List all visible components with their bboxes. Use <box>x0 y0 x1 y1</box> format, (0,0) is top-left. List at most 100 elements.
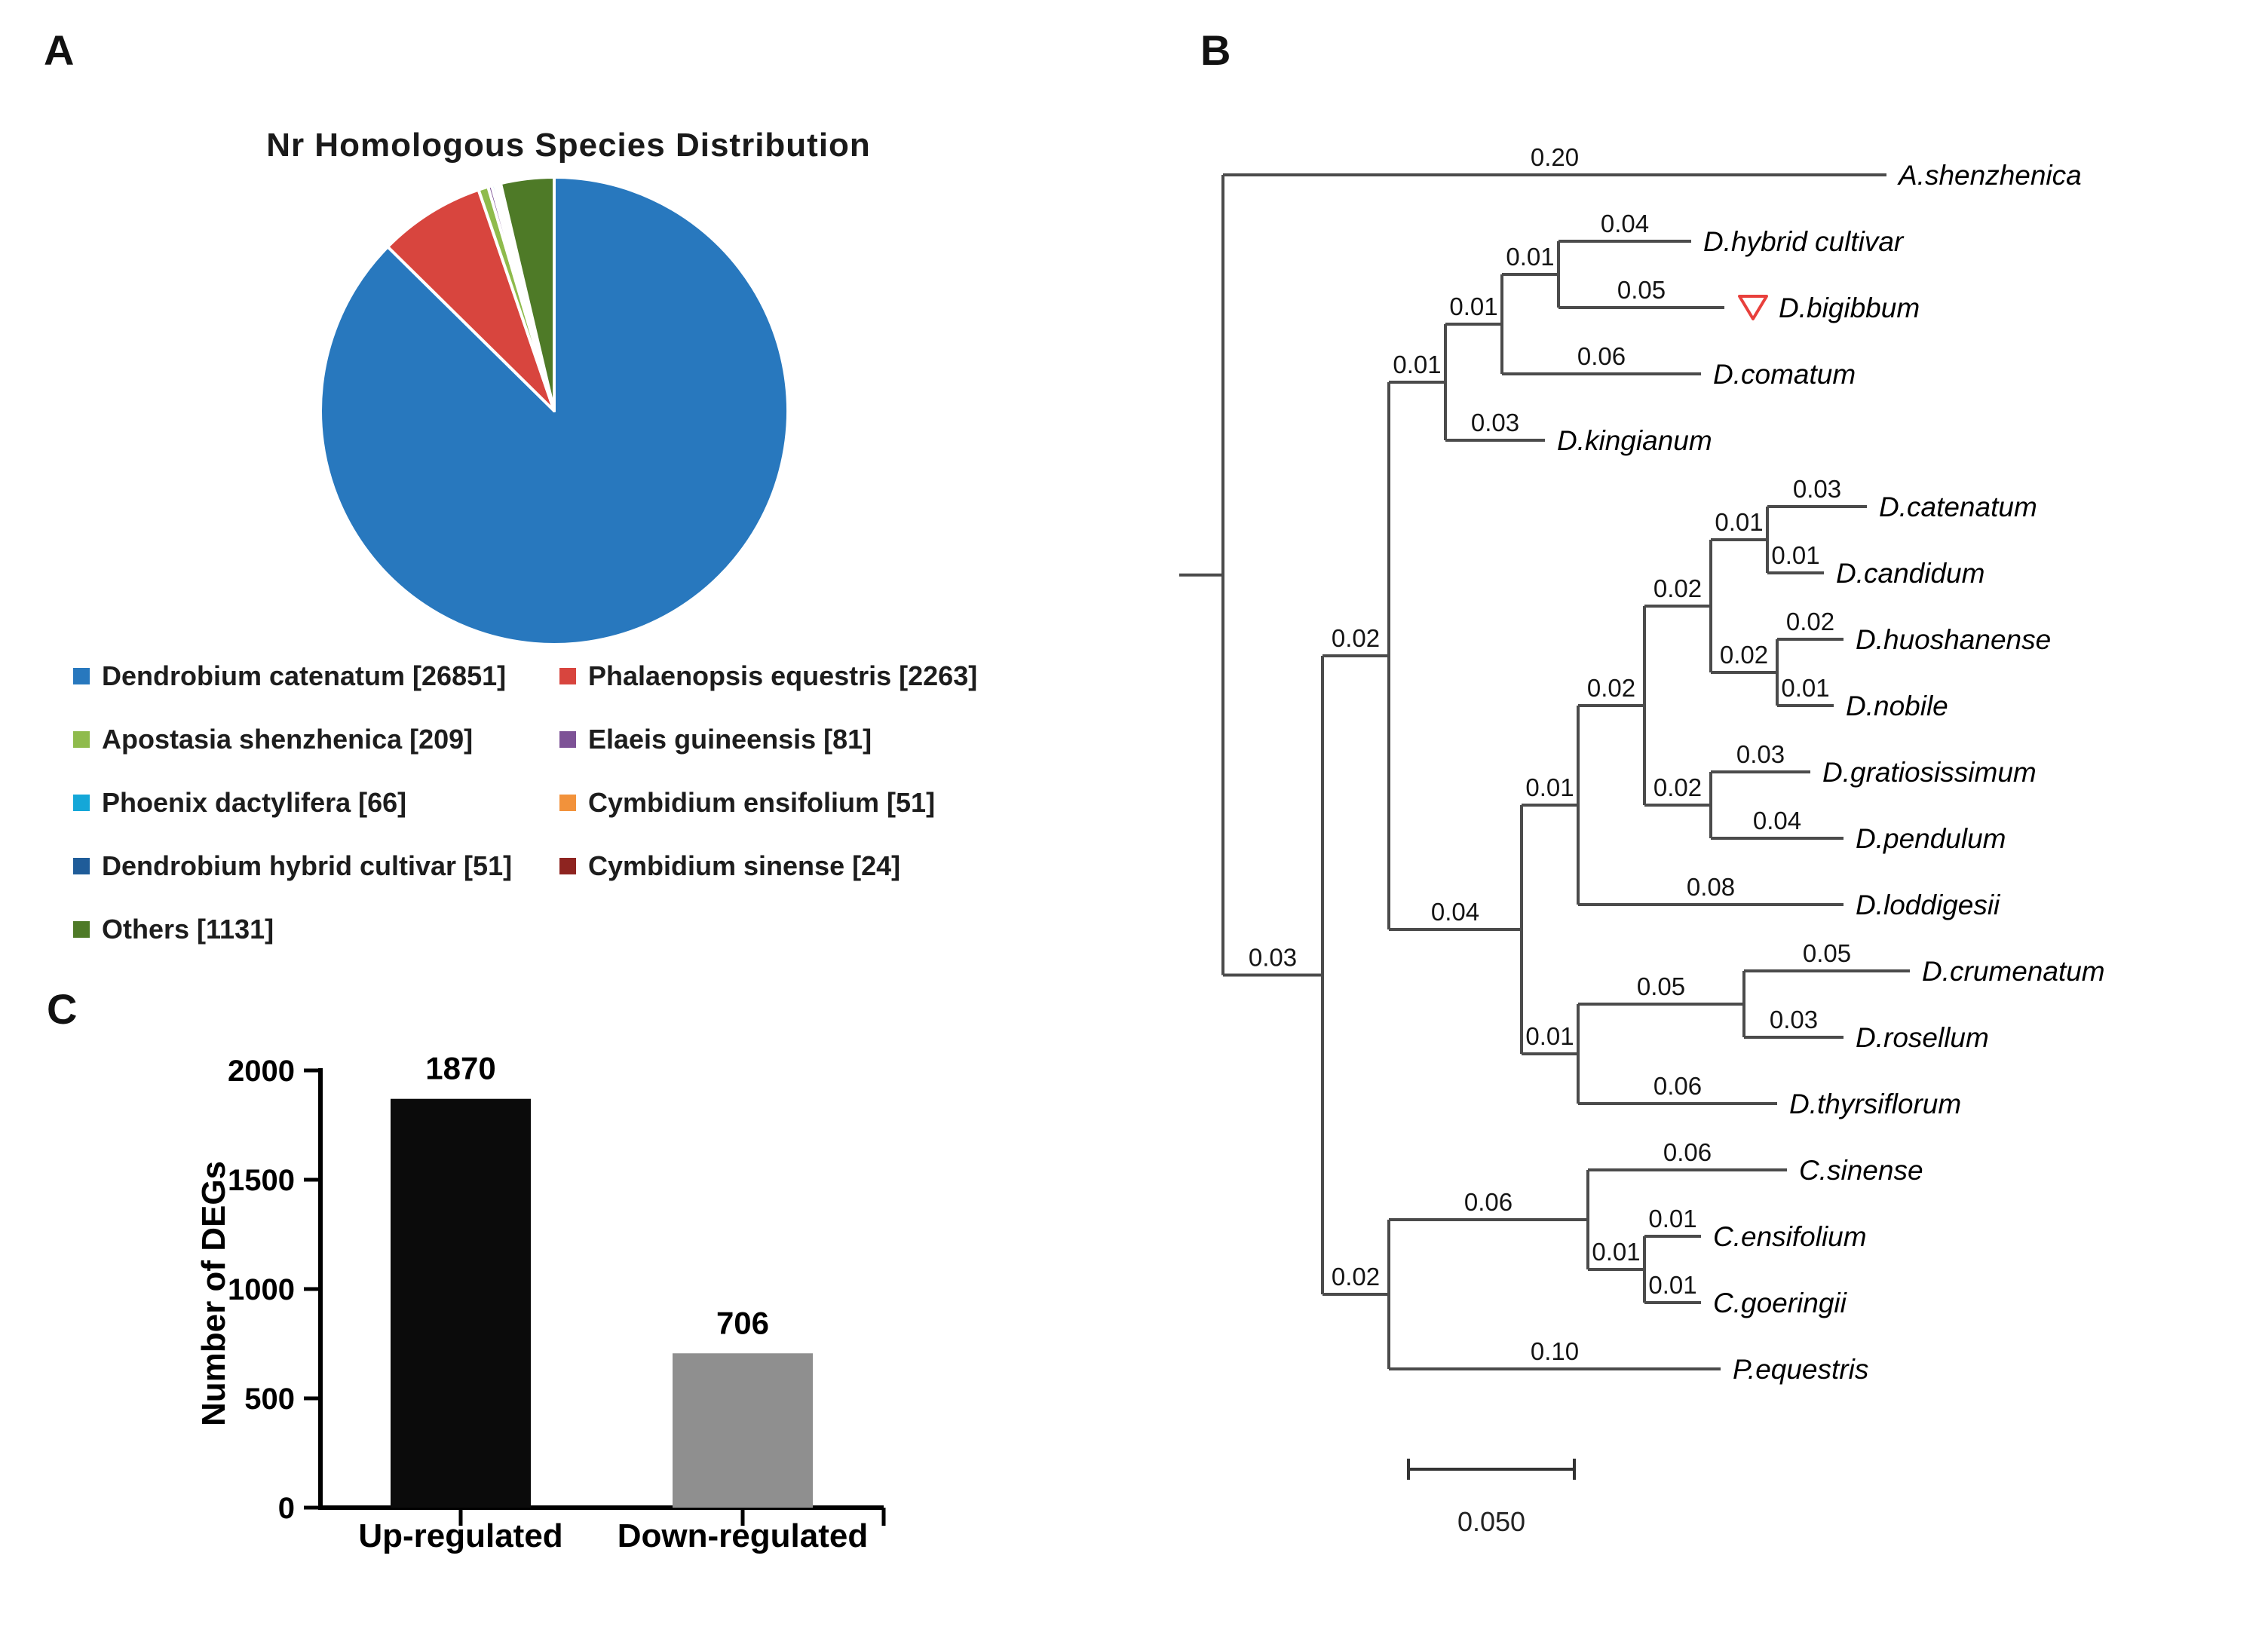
y-tick-label: 1000 <box>228 1273 295 1306</box>
tree-leaf-label: C.goeringii <box>1713 1288 1848 1318</box>
x-category-label: Down-regulated <box>618 1517 868 1554</box>
legend-label: Dendrobium hybrid cultivar [51] <box>102 850 513 881</box>
branch-length-label: 0.01 <box>1393 351 1441 378</box>
tree-leaf-label: A.shenzhenica <box>1897 160 2082 191</box>
legend-swatch-icon <box>73 731 90 748</box>
branch-length-label: 0.01 <box>1449 292 1497 320</box>
tree-leaf-label: D.comatum <box>1713 359 1856 390</box>
branch-length-label: 0.01 <box>1525 773 1574 801</box>
legend-label: Apostasia shenzhenica [209] <box>102 724 474 755</box>
legend-swatch-icon <box>73 921 90 938</box>
legend-swatch-icon <box>559 668 576 684</box>
pie-slice-others <box>498 176 556 412</box>
branch-length-label: 0.04 <box>1601 210 1649 237</box>
branch-length-label: 0.01 <box>1648 1271 1696 1299</box>
pie-chart <box>319 176 789 646</box>
legend-item: Phalaenopsis equestris [2263] <box>559 660 977 691</box>
branch-length-label: 0.01 <box>1592 1238 1640 1266</box>
branch-length-label: 0.08 <box>1687 873 1735 901</box>
legend-label: Dendrobium catenatum [26851] <box>102 660 507 691</box>
legend-item: Apostasia shenzhenica [209] <box>73 724 473 755</box>
legend-item: Dendrobium hybrid cultivar [51] <box>73 850 512 881</box>
branch-length-label: 0.10 <box>1531 1337 1579 1365</box>
tree-leaf-label: D.rosellum <box>1856 1022 1989 1053</box>
x-category-label: Up-regulated <box>358 1517 562 1554</box>
legend-label: Cymbidium ensifolium [51] <box>588 787 936 818</box>
legend-item: Cymbidium sinense [24] <box>559 850 900 881</box>
legend-swatch-icon <box>559 858 576 874</box>
pie-slice-phalaenopsis-equestris <box>386 188 556 412</box>
legend-swatch-icon <box>559 795 576 811</box>
panel-b-letter: B <box>1200 26 1231 74</box>
branch-length-label: 0.02 <box>1653 574 1702 602</box>
tree-leaf-label: D.crumenatum <box>1922 956 2105 987</box>
branch-length-label: 0.05 <box>1617 276 1666 304</box>
tree-scale-bar <box>1407 1459 1576 1480</box>
bar-up-regulated <box>391 1098 531 1508</box>
branch-length-label: 0.20 <box>1531 143 1579 171</box>
branch-length-label: 0.03 <box>1770 1006 1818 1033</box>
branch-length-label: 0.04 <box>1753 807 1801 834</box>
branch-length-label: 0.01 <box>1771 541 1819 569</box>
branch-length-label: 0.06 <box>1663 1138 1712 1166</box>
tree-leaf-label: P.equestris <box>1733 1354 1868 1385</box>
y-tick-label: 2000 <box>228 1055 295 1088</box>
branch-length-label: 0.04 <box>1431 898 1479 926</box>
tree-leaf-label: D.huoshanense <box>1856 624 2051 655</box>
tree-leaf-label: D.hybrid cultivar <box>1703 226 1905 257</box>
legend-item: Phoenix dactylifera [66] <box>73 787 406 818</box>
branch-length-label: 0.02 <box>1332 624 1380 652</box>
panel-a-letter: A <box>44 26 75 74</box>
bar-down-regulated <box>673 1353 813 1508</box>
branch-length-label: 0.03 <box>1249 944 1297 972</box>
legend-label: Phoenix dactylifera [66] <box>102 787 407 818</box>
legend-label: Others [1131] <box>102 914 274 945</box>
tree-leaf-label: D.catenatum <box>1879 491 2037 522</box>
legend-label: Cymbidium sinense [24] <box>588 850 901 881</box>
branch-length-label: 0.01 <box>1715 508 1763 536</box>
branch-length-label: 0.01 <box>1506 243 1554 271</box>
branch-length-label: 0.02 <box>1653 773 1702 801</box>
panel-c-letter: C <box>47 985 78 1033</box>
branch-length-label: 0.02 <box>1332 1263 1380 1291</box>
branch-length-label: 0.02 <box>1720 641 1768 669</box>
branch-length-label: 0.03 <box>1471 409 1519 436</box>
bar-value-label: 706 <box>716 1305 769 1340</box>
branch-length-label: 0.05 <box>1803 939 1851 967</box>
branch-length-label: 0.06 <box>1653 1072 1702 1100</box>
tree-leaf-label: D.kingianum <box>1557 425 1712 456</box>
tree-leaf-label: D.candidum <box>1836 558 1985 589</box>
branch-length-label: 0.05 <box>1637 972 1685 1000</box>
legend-item: Elaeis guineensis [81] <box>559 724 872 755</box>
legend-swatch-icon <box>559 731 576 748</box>
highlight-triangle-icon <box>1738 295 1768 320</box>
tree-leaf-label: C.sinense <box>1799 1155 1923 1186</box>
legend-swatch-icon <box>73 668 90 684</box>
branch-length-label: 0.01 <box>1781 674 1829 702</box>
legend-item: Others [1131] <box>73 914 274 945</box>
tree-leaf-label: C.ensifolium <box>1713 1221 1867 1252</box>
tree-leaf-label: D.nobile <box>1846 691 1948 721</box>
tree-leaf-label: D.bigibbum <box>1779 292 1920 323</box>
tree-scale-bar-label: 0.050 <box>1457 1506 1526 1537</box>
branch-length-label: 0.02 <box>1587 674 1635 702</box>
branch-length-label: 0.03 <box>1736 740 1785 768</box>
y-tick-label: 500 <box>244 1383 295 1416</box>
phylogenetic-tree: 0.20A.shenzhenica 0.03 0.02 0.01 0.01 0.01 0.0… <box>1179 143 2105 1385</box>
branch-length-label: 0.01 <box>1648 1205 1696 1233</box>
tree-leaf-label: D.loddigesii <box>1856 890 2001 920</box>
tree-leaf-label: D.gratiosissimum <box>1822 757 2037 788</box>
legend-label: Elaeis guineensis [81] <box>588 724 872 755</box>
legend-label: Phalaenopsis equestris [2263] <box>588 660 978 691</box>
branch-length-label: 0.01 <box>1525 1022 1574 1050</box>
branch-length-label: 0.03 <box>1793 475 1841 503</box>
bar-value-label: 1870 <box>425 1051 495 1086</box>
legend-swatch-icon <box>73 858 90 874</box>
y-tick-label: 1500 <box>228 1164 295 1197</box>
tree-leaf-label: D.thyrsiflorum <box>1789 1089 1961 1119</box>
branch-length-label: 0.06 <box>1464 1188 1513 1216</box>
legend-swatch-icon <box>73 795 90 811</box>
branch-length-label: 0.02 <box>1786 608 1834 635</box>
